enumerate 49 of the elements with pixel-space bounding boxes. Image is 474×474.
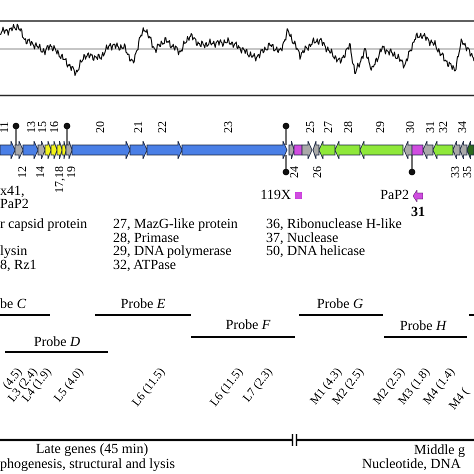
- gene-function-text: 29, DNA polymerase: [113, 245, 232, 259]
- gene-function-text: 32, ATPase: [113, 258, 176, 272]
- gene-number: 33: [449, 166, 461, 178]
- gene-number: 21: [132, 121, 144, 133]
- gene-number: 15: [36, 121, 48, 133]
- gene-number: 14: [34, 166, 46, 178]
- gene-number: 13: [25, 121, 37, 133]
- probe-label: Probe F: [226, 319, 270, 333]
- gene-number: 17,18: [53, 166, 65, 193]
- gene-number: 27: [322, 121, 334, 133]
- gene-number: 22: [156, 121, 168, 133]
- probe-label: Probe G: [316, 298, 364, 312]
- phage-name-text: x41, PaP2: [0, 185, 30, 211]
- transcript-label: M4 (: [446, 385, 471, 412]
- gene-function-text: r capsid protein: [0, 218, 88, 232]
- legend-label: 119X: [260, 189, 291, 203]
- gene-number: 20: [94, 121, 106, 133]
- gene-function-text: lysin: [0, 245, 28, 259]
- probe-label: Probe D: [34, 336, 80, 350]
- legend-label: PaP2: [380, 189, 409, 203]
- gene-function-text: 28, Primase: [113, 232, 180, 246]
- timeline-label: Late genes (45 min): [36, 443, 148, 457]
- gene-number: 12: [16, 166, 28, 178]
- timeline-label: Middle g: [414, 444, 465, 458]
- gene-number: 11: [0, 121, 10, 133]
- gene-number: 19: [65, 166, 77, 178]
- probe-label: be C: [0, 298, 26, 312]
- gene-number: 31: [424, 121, 436, 133]
- gene-number: 32: [437, 121, 449, 133]
- gene-function-text: 27, MazG-like protein: [113, 218, 238, 232]
- gene-number: 30: [404, 121, 416, 133]
- gene-function-text: 50, DNA helicase: [266, 245, 366, 259]
- gene-function-text: 36, Ribonuclease H-like: [266, 218, 402, 232]
- gene-number: 23: [222, 121, 234, 133]
- gene-number: 34: [456, 121, 468, 133]
- timeline-label: phogenesis, structural and lysis: [0, 458, 175, 472]
- gene-number: 35: [461, 166, 473, 178]
- gene-number: 29: [374, 121, 386, 133]
- probe-label: Probe E: [120, 298, 166, 312]
- gene-number: 31: [411, 206, 425, 220]
- gene-number: 24: [288, 166, 300, 178]
- gene-number: 25: [304, 121, 316, 133]
- timeline-label: Nucleotide, DNA: [362, 458, 461, 472]
- probe-label: Probe H: [400, 320, 446, 334]
- gene-number: 26: [311, 166, 323, 178]
- gene-function-text: 37, Nuclease: [266, 232, 338, 246]
- gene-number: 28: [342, 121, 354, 133]
- gene-function-text: 8, Rz1: [0, 258, 37, 272]
- gene-number: 16: [48, 121, 60, 133]
